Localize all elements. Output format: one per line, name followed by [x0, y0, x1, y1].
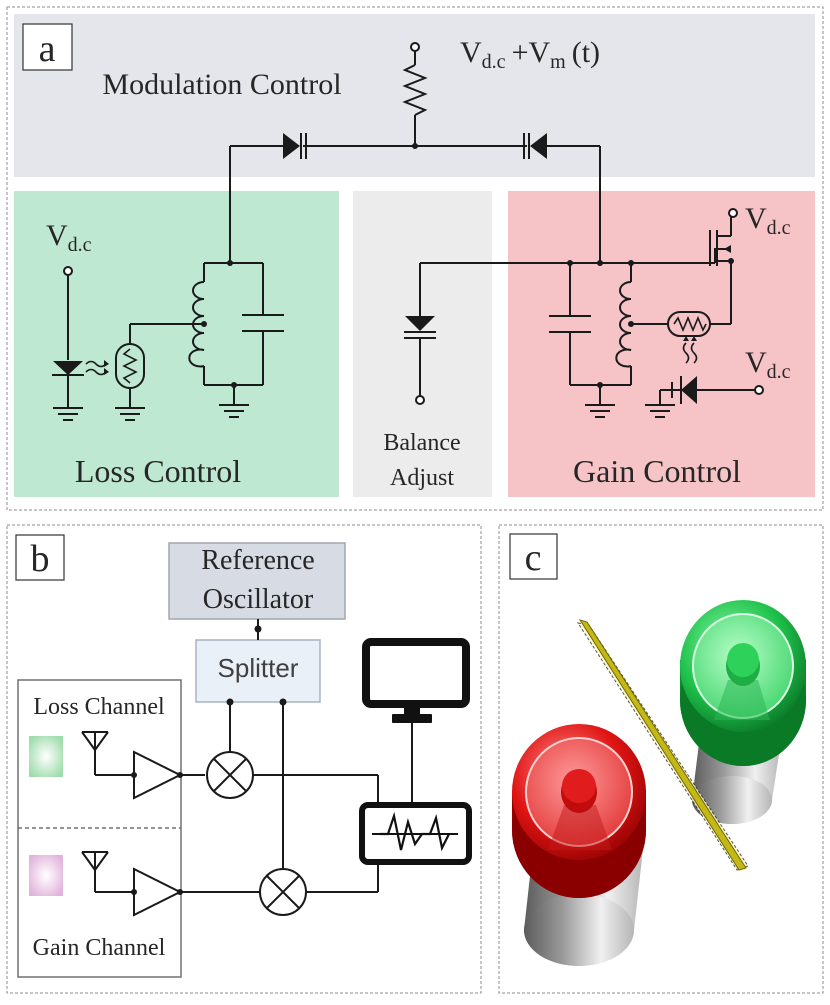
panel-b-label-box [15, 534, 65, 581]
junction-dot [412, 143, 418, 149]
balance-line2: Adjust [390, 465, 454, 491]
loss-channel-label: Loss Channel [33, 694, 165, 720]
panel-c-label-box [509, 533, 558, 580]
gain-channel-label: Gain Channel [33, 935, 166, 961]
panel-c-label: c [525, 537, 542, 579]
balance-line1: Balance [383, 430, 460, 456]
loss-vdc-sub: d.c [68, 234, 92, 256]
green-resonator [680, 600, 806, 824]
gain-vdc-bottom-terminal [754, 385, 764, 395]
balance-varactor [405, 316, 435, 331]
panel-a: a Modulation Control Vd.c +Vm (t) [6, 6, 824, 511]
mosfet-arrow [724, 245, 731, 253]
svg-text:Vd.c+Vm(t): Vd.c +Vm (t) [460, 36, 600, 73]
yellow-plate [576, 619, 749, 871]
gain-vdc-top-sub: d.c [767, 217, 791, 239]
panel-c: c [498, 524, 824, 994]
mod-t: (t) [572, 36, 600, 69]
mod-vdc-sub: d.c [482, 51, 506, 73]
gain-vdc-bottom-sub: d.c [767, 361, 791, 383]
oscilloscope [359, 802, 472, 865]
gain-vdc-top-terminal [728, 208, 738, 218]
gain-v-bottom: V [745, 346, 767, 379]
loss-circuit [52, 262, 284, 421]
reference-line2: Oscillator [203, 584, 314, 615]
panel-b: b Reference Oscillator Splitter Loss Cha… [6, 524, 482, 994]
loss-vdc-terminal [63, 266, 73, 276]
monitor-icon [362, 638, 470, 723]
loss-inductor [188, 281, 205, 368]
modulation-source-label: Vd.c +Vm (t) [460, 36, 600, 73]
gain-circuit [549, 208, 764, 418]
gain-channel-light [29, 855, 63, 896]
red-resonator [512, 724, 646, 966]
loss-led-diode [53, 361, 83, 375]
panel-a-label: a [39, 28, 56, 70]
gain-control-title: Gain Control [573, 453, 741, 489]
gain-control-region [508, 191, 815, 497]
loss-vdc-label: Vd.c [46, 219, 92, 256]
modulation-terminal [410, 42, 420, 52]
splitter-box [195, 639, 321, 703]
splitter-label: Splitter [218, 653, 299, 683]
loss-channel-light [29, 736, 63, 777]
modulation-control-region [14, 14, 815, 177]
reference-oscillator-box [168, 542, 346, 620]
modulation-resistor [402, 64, 428, 116]
modulation-control-title: Modulation Control [102, 68, 341, 101]
balance-terminal [415, 395, 425, 405]
mod-v: V [460, 36, 482, 69]
panel-a-label-box [22, 23, 73, 71]
mod-vm-sub: m [550, 51, 566, 73]
loss-control-title: Loss Control [75, 453, 241, 489]
gain-inductor [615, 281, 632, 368]
gain-vdc-top-label: Vd.c [745, 202, 791, 239]
varactor-left [283, 133, 307, 159]
mod-plus-v: +V [512, 36, 551, 69]
panel-b-wiring [81, 619, 413, 917]
gain-vdc-bottom-label: Vd.c [745, 346, 791, 383]
gain-v-top: V [745, 202, 767, 235]
loss-v: V [46, 219, 68, 252]
balance-adjust-region [353, 191, 492, 497]
varactor-right [523, 133, 547, 159]
reference-line1: Reference [201, 545, 314, 576]
gain-led-diode [681, 376, 697, 404]
panel-b-label: b [31, 538, 50, 580]
